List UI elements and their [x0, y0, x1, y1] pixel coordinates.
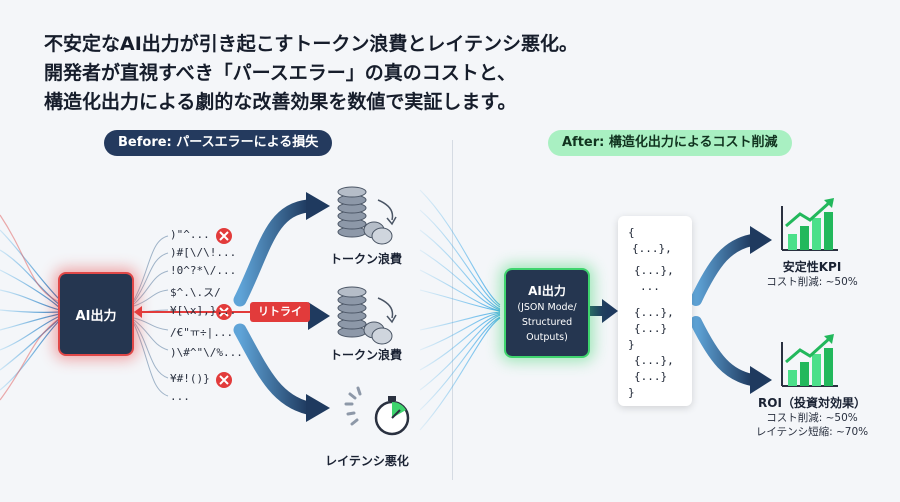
json-line-1: {: [628, 226, 635, 239]
converging-waves: [419, 189, 501, 431]
ai-output-detail-3: Outputs): [526, 332, 568, 343]
ai-output-unstable: AI出力: [58, 272, 134, 356]
coin-stack-icon-2: [337, 286, 397, 345]
fanout-lines: [133, 235, 169, 397]
garbled-output-4: $^.\.ス/: [170, 286, 221, 299]
kpi-arrows: [690, 234, 758, 386]
json-line-9: {...}: [634, 370, 668, 383]
bar-chart-up-icon-2: [781, 334, 838, 387]
after-title: After: 構造化出力によるコスト削減: [548, 130, 792, 156]
bar-chart-up-icon-1: [781, 198, 838, 251]
kpi-roi-line-2: レイテンシ短縮: ~70%: [755, 426, 869, 438]
error-x-icon-3: [216, 372, 232, 388]
json-line-2: {...},: [632, 242, 672, 255]
garbled-output-2: )#[\/\!...: [170, 246, 237, 259]
result-label-1: トークン浪費: [329, 252, 402, 266]
arrow-head-1: [306, 192, 330, 220]
ai-output-structured-label: AI出力: [528, 284, 566, 298]
error-x-icon-1: [216, 228, 232, 244]
ai-output-structured: AI出力 (JSON Mode/ Structured Outputs): [504, 268, 590, 358]
json-line-6: {...}: [634, 322, 668, 335]
ai-output-unstable-label: AI出力: [75, 308, 117, 324]
garbled-output-3: !0^?*\/...: [170, 264, 237, 277]
json-line-5: {...},: [634, 306, 674, 319]
ai-output-detail-2: Structured: [521, 317, 573, 328]
kpi-arrow-head-1: [750, 226, 772, 254]
headline-line-3: 構造化出力による劇的な改善効果を数値で実証します。: [44, 91, 517, 113]
kpi-roi: ROI（投資対効果） コスト削減: ~50% レイテンシ短縮: ~70%: [744, 394, 880, 439]
incoming-waves: [0, 214, 61, 401]
coin-stack-icon-1: [337, 186, 397, 245]
kpi-roi-line-1: コスト削減: ~50%: [766, 412, 858, 424]
json-line-3: {...},: [634, 264, 674, 277]
kpi-arrow-head-2: [750, 366, 772, 394]
json-output-card: { {...}, {...}, ... {...}, {...} } {...}…: [618, 216, 692, 406]
kpi-stability: 安定性KPI コスト削減: ~50%: [752, 258, 872, 289]
json-line-10: }: [628, 386, 635, 399]
garbled-output-5: ¥[\x],}...: [170, 304, 237, 317]
before-title: Before: パースエラーによる損失: [104, 130, 333, 156]
json-line-8: {...},: [634, 354, 674, 367]
result-label-2: トークン浪費: [329, 348, 402, 362]
result-label-3: レイテンシ悪化: [325, 454, 409, 468]
stopwatch-icon: [344, 386, 410, 436]
arrow-head-3: [306, 394, 330, 422]
headline-line-1: 不安定なAI出力が引き起こすトークン浪費とレイテンシ悪化。: [44, 33, 579, 55]
headline-line-2: 開発者が直視すべき「パースエラー」の真のコストと、: [44, 62, 516, 84]
garbled-output-6: /€"ㅠ÷|...: [170, 326, 234, 339]
headline: 不安定なAI出力が引き起こすトークン浪費とレイテンシ悪化。 開発者が直視すべき「…: [44, 30, 864, 117]
retry-badge: リトライ: [250, 302, 310, 322]
garbled-output-7: )\#^"\/%...: [170, 346, 243, 359]
garbled-output-9: ...: [170, 390, 190, 403]
ai-output-detail-1: (JSON Mode/: [517, 302, 577, 313]
arrow-head-2: [308, 302, 330, 330]
json-line-7: }: [628, 338, 635, 351]
json-line-4: ...: [640, 280, 660, 293]
kpi-stability-title: 安定性KPI: [782, 260, 842, 274]
garbled-output-8: ¥#!()}: [170, 372, 210, 385]
garbled-output-1: )"^...: [170, 228, 210, 241]
kpi-stability-line-1: コスト削減: ~50%: [766, 276, 858, 288]
kpi-roi-title: ROI（投資対効果）: [758, 396, 866, 410]
section-divider: [452, 140, 453, 480]
